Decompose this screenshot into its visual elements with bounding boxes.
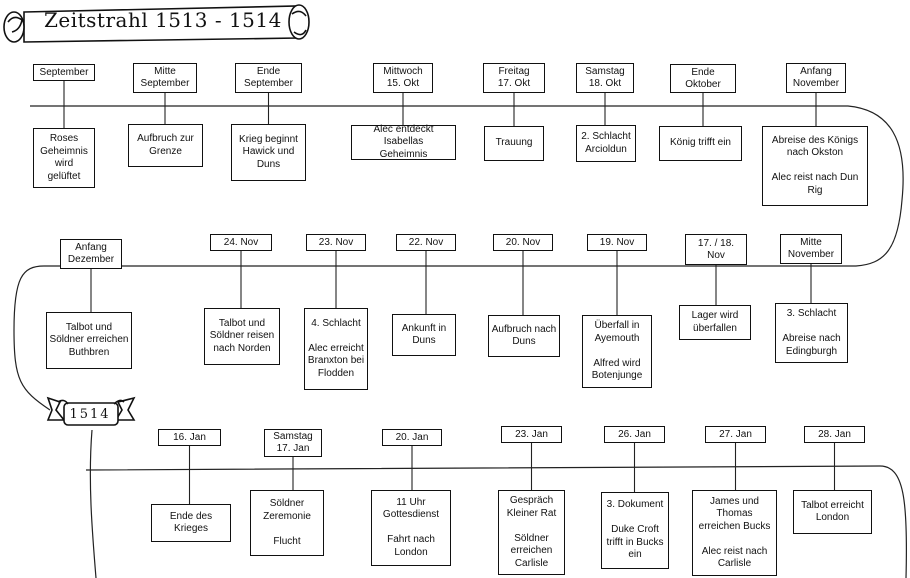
date-box: Ende Oktober bbox=[670, 64, 736, 93]
event-box: Gespräch Kleiner Rat Söldner erreichen C… bbox=[498, 490, 565, 575]
event-box: James und Thomas erreichen Bucks Alec re… bbox=[692, 490, 777, 576]
date-box: 27. Jan bbox=[705, 426, 766, 443]
event-box: Überfall in Ayemouth Alfred wird Botenju… bbox=[582, 315, 652, 388]
date-box: 23. Nov bbox=[306, 234, 366, 251]
date-box: Samstag 18. Okt bbox=[576, 63, 634, 93]
date-box: 24. Nov bbox=[210, 234, 272, 251]
event-box: Talbot erreicht London bbox=[793, 490, 872, 534]
year-marker: 1514 bbox=[69, 407, 111, 422]
event-box: Aufbruch zur Grenze bbox=[128, 124, 203, 167]
page-title: Zeitstrahl 1513 - 1514 bbox=[44, 8, 282, 32]
event-box: König trifft ein bbox=[659, 126, 742, 161]
date-box: 28. Jan bbox=[804, 426, 865, 443]
event-box: Alec entdeckt Isabellas Geheimnis bbox=[351, 124, 456, 160]
event-box: 3. Schlacht Abreise nach Edingburgh bbox=[775, 303, 848, 363]
event-box: Söldner Zeremonie Flucht bbox=[250, 490, 324, 556]
date-box: 20. Jan bbox=[382, 429, 442, 446]
event-box: 3. Dokument Duke Croft trifft in Bucks e… bbox=[601, 492, 669, 569]
year-marker-banner-icon bbox=[46, 396, 136, 426]
title-scroll-icon bbox=[3, 4, 310, 43]
event-box: Ende des Krieges bbox=[151, 504, 231, 542]
date-box: Samstag 17. Jan bbox=[264, 429, 322, 457]
event-box: Aufbruch nach Duns bbox=[488, 315, 560, 357]
date-box: 16. Jan bbox=[158, 429, 221, 446]
event-box: Lager wird überfallen bbox=[679, 305, 751, 340]
date-box: Anfang Dezember bbox=[60, 239, 122, 269]
date-box: 19. Nov bbox=[587, 234, 647, 251]
date-box: Ende September bbox=[235, 63, 302, 93]
date-box: 23. Jan bbox=[501, 426, 562, 443]
date-box: 26. Jan bbox=[604, 426, 665, 443]
date-box: 20. Nov bbox=[493, 234, 553, 251]
date-box: Mittwoch 15. Okt bbox=[373, 63, 433, 93]
event-box: Talbot und Söldner erreichen Buthbren bbox=[46, 312, 132, 369]
event-box: Krieg beginnt Hawick und Duns bbox=[231, 124, 306, 181]
event-box: Trauung bbox=[484, 126, 544, 161]
date-box: 22. Nov bbox=[396, 234, 456, 251]
date-box: Anfang November bbox=[786, 63, 846, 93]
date-box: Mitte November bbox=[780, 234, 842, 264]
date-box: Freitag 17. Okt bbox=[483, 63, 545, 93]
event-box: 2. Schlacht Arcioldun bbox=[576, 125, 636, 162]
event-box: 11 Uhr Gottesdienst Fahrt nach London bbox=[371, 490, 451, 566]
event-box: Ankunft in Duns bbox=[392, 314, 456, 356]
event-box: Abreise des Königs nach Okston Alec reis… bbox=[762, 126, 868, 206]
date-box: 17. / 18. Nov bbox=[685, 234, 747, 265]
event-box: Roses Geheimnis wird gelüftet bbox=[33, 128, 95, 188]
date-box: September bbox=[33, 64, 95, 81]
event-box: 4. Schlacht Alec erreicht Branxton bei F… bbox=[304, 308, 368, 390]
date-box: Mitte September bbox=[133, 63, 197, 93]
event-box: Talbot und Söldner reisen nach Norden bbox=[204, 308, 280, 365]
